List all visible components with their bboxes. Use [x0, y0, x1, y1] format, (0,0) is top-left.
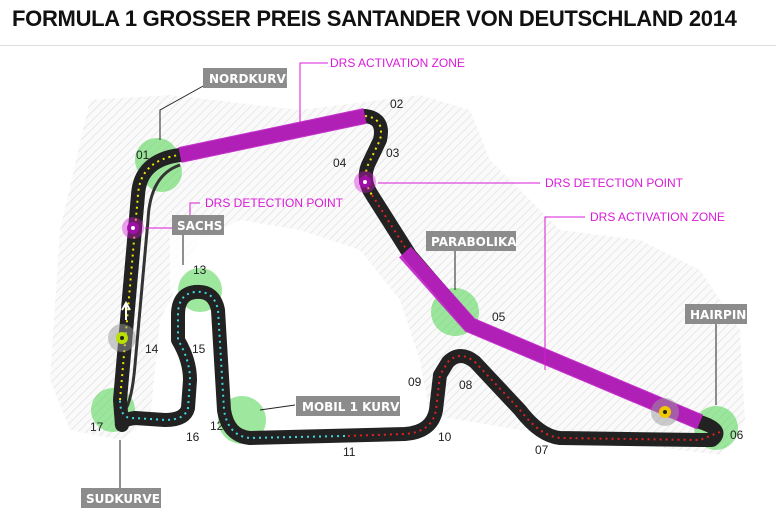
turn-number: 16 — [186, 430, 200, 444]
leader-lines — [119, 84, 717, 488]
turn-number: 08 — [459, 378, 473, 392]
drs-detection-point-1 — [122, 217, 144, 239]
turn-number: 12 — [210, 419, 224, 433]
turn-number: 09 — [408, 375, 422, 389]
corner-label-mobil1: MOBIL 1 KURVE — [302, 400, 408, 414]
turn-number: 02 — [390, 97, 404, 111]
turn-number: 04 — [333, 156, 347, 170]
turn-number: 03 — [386, 146, 400, 160]
turn-number: 14 — [145, 342, 159, 356]
drs-zone-1 — [178, 108, 367, 163]
turn-numbers: 01 02 03 04 05 06 07 08 09 10 11 12 13 1… — [90, 97, 744, 459]
divider — [0, 45, 776, 46]
turn-number: 01 — [136, 148, 150, 162]
drs-detection-point-2 — [354, 171, 376, 193]
speed-trap-marker — [651, 398, 679, 426]
drs-zone-2 — [399, 246, 704, 430]
sector-1-dots — [119, 115, 382, 401]
corner-label-sachs: SACHS — [177, 219, 222, 233]
corner-label-sudkurve: SUDKURVE — [86, 492, 160, 506]
pit-lane — [123, 163, 181, 411]
start-line-marker — [108, 300, 136, 352]
drs-detection-label-2: DRS DETECTION POINT — [545, 176, 684, 190]
sector-3-dots — [119, 290, 346, 440]
corner-label-parabolika: PARABOLIKA — [431, 235, 517, 249]
turn-number: 13 — [193, 263, 207, 277]
corner-label-hairpin: HAIRPIN — [690, 308, 746, 322]
drs-activation-label-1: DRS ACTIVATION ZONE — [330, 56, 465, 70]
turn-number: 17 — [90, 420, 104, 434]
corner-label-nordkurve: NORDKURVE — [209, 72, 294, 86]
drs-activation-label-2: DRS ACTIVATION ZONE — [590, 210, 725, 224]
turn-number: 07 — [535, 443, 549, 457]
turn-number: 10 — [438, 430, 452, 444]
page-title: FORMULA 1 GROSSER PREIS SANTANDER VON DE… — [12, 6, 737, 31]
drs-detection-label-1: DRS DETECTION POINT — [205, 196, 344, 210]
turn-number: 11 — [343, 445, 356, 459]
turn-number: 06 — [730, 428, 744, 442]
turn-number: 15 — [192, 342, 206, 356]
turn-number: 05 — [492, 310, 506, 324]
